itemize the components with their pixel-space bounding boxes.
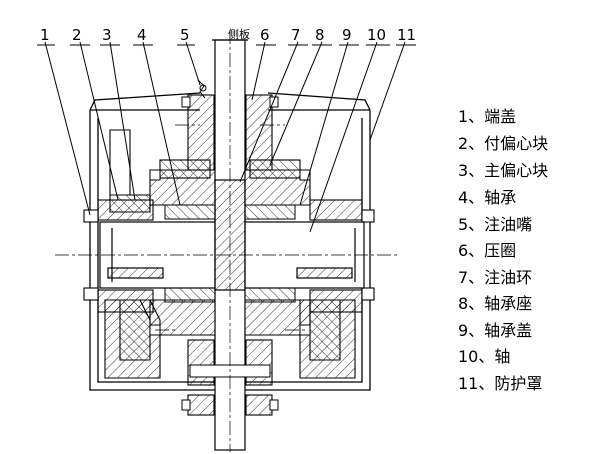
callout-5: 5 <box>180 26 190 44</box>
legend-item-7: 7、注油环 <box>458 268 532 287</box>
bearings <box>164 204 296 303</box>
legend-item-8: 8、轴承座 <box>458 294 532 313</box>
callout-2: 2 <box>72 26 82 44</box>
legend-item-6: 6、压圈 <box>458 241 516 260</box>
legend-item-3: 3、主偏心块 <box>458 161 548 180</box>
callout-11: 11 <box>397 26 416 44</box>
leader-lines <box>37 41 416 233</box>
callout-6: 6 <box>260 26 270 44</box>
legend-item-1: 1、端盖 <box>458 107 516 126</box>
legend-item-11: 11、防护罩 <box>458 374 542 393</box>
eccentric-blocks-right <box>299 199 375 379</box>
callout-3: 3 <box>102 26 112 44</box>
legend-item-5: 5、注油嘴 <box>458 215 532 234</box>
grease-nipple <box>197 79 207 99</box>
legend-item-10: 10、轴 <box>458 347 510 366</box>
callout-8: 8 <box>315 26 325 44</box>
eccentric-blocks-left <box>104 129 161 379</box>
side-plate-label: 侧板 <box>228 27 250 41</box>
callout-4: 4 <box>137 26 147 44</box>
legend-item-2: 2、付偏心块 <box>458 134 548 153</box>
legend-item-4: 4、轴承 <box>458 188 516 207</box>
legend-item-9: 9、轴承盖 <box>458 321 532 340</box>
centre-lines <box>55 30 400 452</box>
callout-1: 1 <box>40 26 50 44</box>
callout-10: 10 <box>367 26 386 44</box>
legend: 1、端盖 2、付偏心块 3、主偏心块 4、轴承 5、注油嘴 6、压圈 7、注油环… <box>458 107 548 393</box>
callout-9: 9 <box>342 26 352 44</box>
callout-7: 7 <box>291 26 301 44</box>
